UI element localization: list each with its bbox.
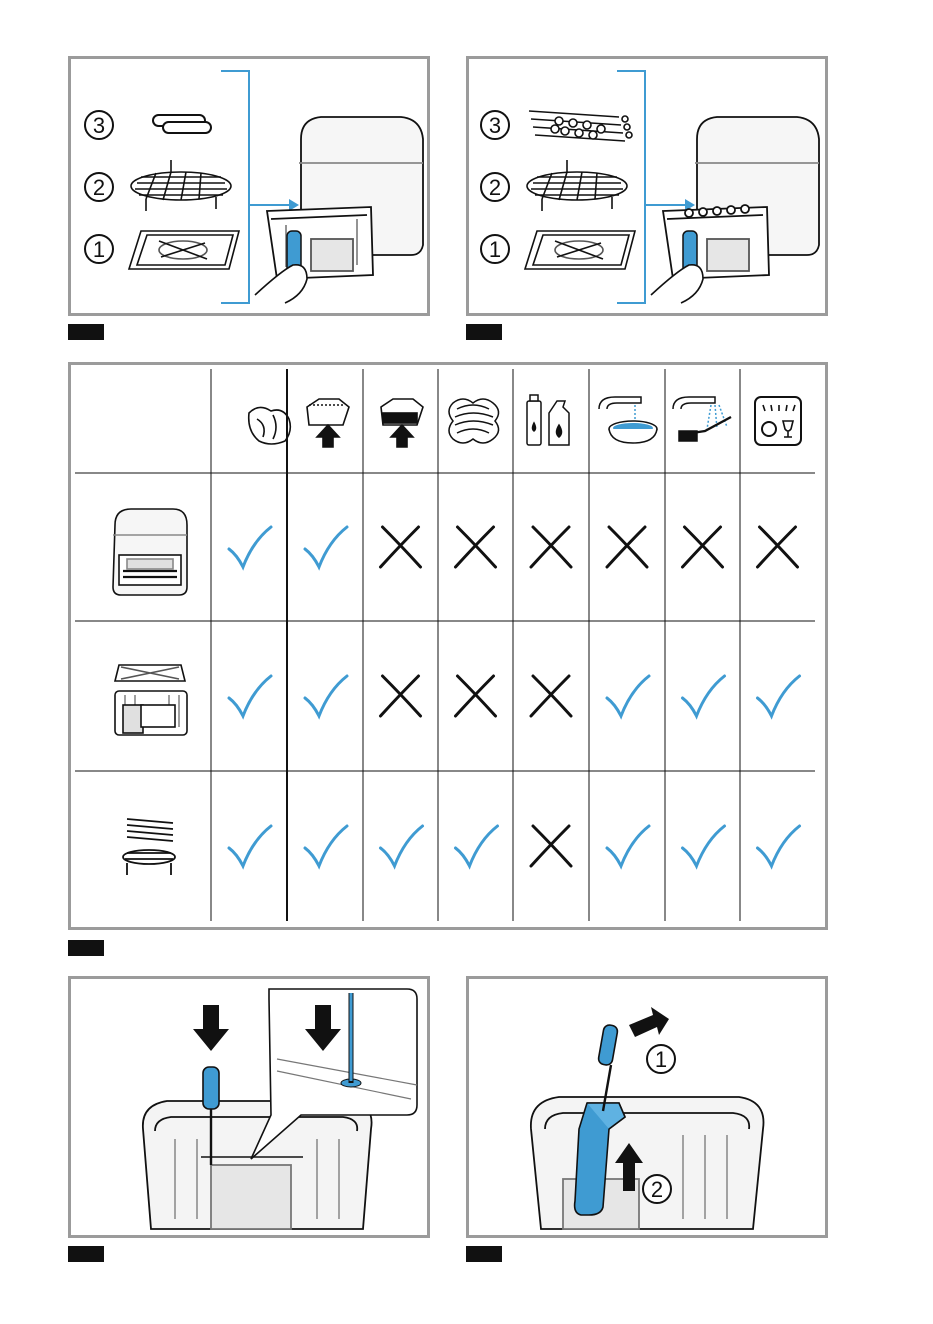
cross-mark-icon bbox=[758, 527, 798, 567]
down-arrow-icon bbox=[193, 1005, 229, 1051]
soft-cloth-icon bbox=[249, 407, 291, 444]
basket-and-grid-icon bbox=[115, 665, 187, 735]
cross-mark-icon bbox=[381, 676, 421, 716]
step-2-label: 2 bbox=[85, 173, 113, 201]
cross-mark-icon bbox=[456, 527, 496, 567]
grill-rack-icon bbox=[527, 160, 627, 211]
cross-mark-icon bbox=[531, 527, 571, 567]
check-mark-icon bbox=[758, 676, 800, 716]
brush-under-tap-icon bbox=[673, 397, 731, 441]
figure-tag bbox=[466, 324, 502, 340]
svg-text:2: 2 bbox=[489, 175, 501, 200]
skewers-and-rack-icon bbox=[123, 819, 175, 875]
step-1-label: 1 bbox=[481, 235, 509, 263]
check-mark-icon bbox=[607, 826, 649, 866]
cross-mark-icon bbox=[381, 527, 421, 567]
check-mark-icon bbox=[456, 826, 498, 866]
step-1-label: 1 bbox=[647, 1045, 675, 1073]
soak-in-water-icon bbox=[599, 397, 657, 443]
check-mark-icon bbox=[683, 676, 725, 716]
figure-tag bbox=[68, 940, 104, 956]
steel-wool-icon bbox=[449, 399, 499, 443]
grill-rack-icon bbox=[131, 160, 231, 211]
cross-mark-icon bbox=[531, 826, 571, 866]
chemical-cleaner-icon bbox=[527, 395, 569, 445]
figure-tag bbox=[68, 324, 104, 340]
step-2-label: 2 bbox=[481, 173, 509, 201]
basket-icon bbox=[531, 1097, 764, 1229]
step-1-label: 1 bbox=[85, 235, 113, 263]
svg-text:3: 3 bbox=[489, 113, 501, 138]
check-mark-icon bbox=[229, 826, 271, 866]
step-2-label: 2 bbox=[643, 1175, 671, 1203]
svg-text:3: 3 bbox=[93, 113, 105, 138]
abrasive-sponge-icon bbox=[381, 399, 423, 447]
skewers-icon bbox=[529, 111, 632, 141]
check-mark-icon bbox=[305, 676, 347, 716]
cross-mark-icon bbox=[531, 676, 571, 716]
svg-text:2: 2 bbox=[93, 175, 105, 200]
step-3-label: 3 bbox=[85, 111, 113, 139]
table-grid bbox=[75, 369, 815, 921]
cross-mark-icon bbox=[607, 527, 647, 567]
check-mark-icon bbox=[607, 676, 649, 716]
check-mark-icon bbox=[305, 527, 347, 567]
check-mark-icon bbox=[229, 676, 271, 716]
svg-text:1: 1 bbox=[489, 237, 501, 262]
check-mark-icon bbox=[381, 826, 423, 866]
pull-arrow-icon bbox=[629, 1007, 669, 1037]
figure-remove-handle: 1 2 bbox=[466, 976, 828, 1238]
cross-mark-icon bbox=[456, 676, 496, 716]
dishwasher-icon bbox=[755, 397, 801, 445]
grid-plate-icon bbox=[129, 231, 239, 269]
sausages-icon bbox=[153, 115, 211, 133]
figure-accessories-single-basket: 3 2 1 bbox=[68, 56, 430, 316]
svg-text:1: 1 bbox=[93, 237, 105, 262]
figure-tag bbox=[466, 1246, 502, 1262]
figure-accessories-skewers: 3 2 1 bbox=[466, 56, 828, 316]
svg-text:1: 1 bbox=[655, 1047, 667, 1072]
check-mark-icon bbox=[683, 826, 725, 866]
svg-text:2: 2 bbox=[651, 1177, 663, 1202]
check-mark-icon bbox=[305, 826, 347, 866]
table-marks bbox=[229, 527, 800, 866]
figure-screwdriver-press bbox=[68, 976, 430, 1238]
step-3-label: 3 bbox=[481, 111, 509, 139]
basket-icon bbox=[143, 1101, 372, 1229]
grid-plate-icon bbox=[525, 231, 635, 269]
appliance-housing-icon bbox=[113, 509, 187, 595]
soft-sponge-icon bbox=[307, 399, 349, 447]
check-mark-icon bbox=[758, 826, 800, 866]
check-mark-icon bbox=[229, 527, 271, 567]
cross-mark-icon bbox=[683, 527, 723, 567]
cleaning-table bbox=[68, 362, 828, 930]
figure-tag bbox=[68, 1246, 104, 1262]
